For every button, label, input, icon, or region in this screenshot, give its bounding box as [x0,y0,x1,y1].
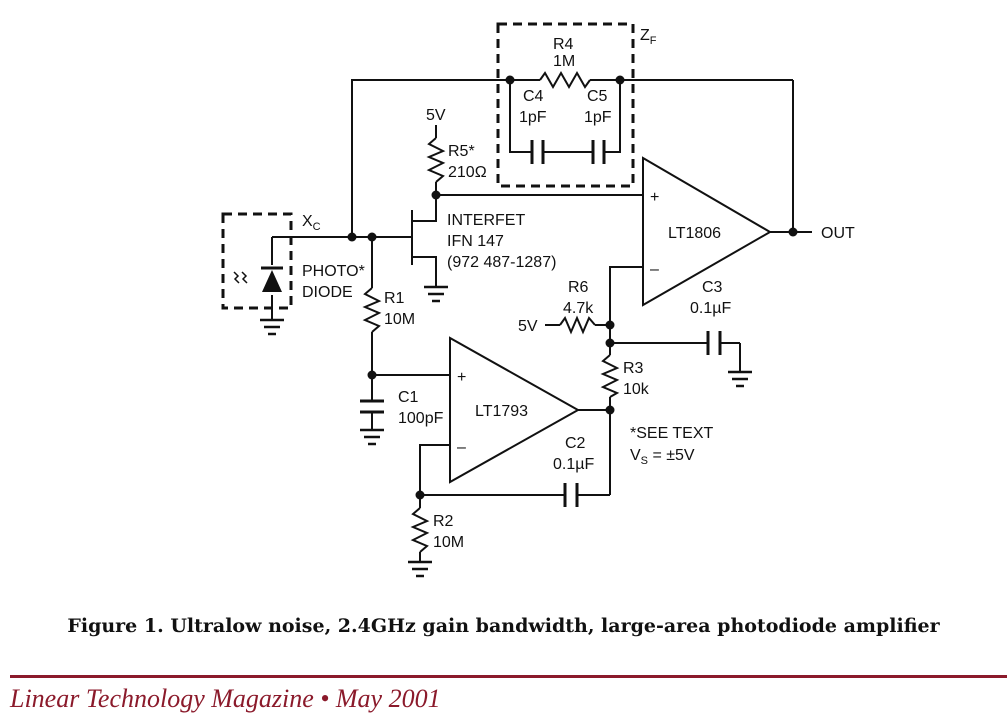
r3-value: 10k [623,381,650,398]
jfet-line2: IFN 147 [447,233,504,250]
r2-value: 10M [433,534,464,551]
jfet-line3: (972 487-1287) [447,254,556,271]
capacitor-plates [360,140,722,507]
footer-text: Linear Technology Magazine • May 2001 [10,684,441,713]
lt1806-plus: + [650,189,659,206]
figure-caption: Figure 1. Ultralow noise, 2.4GHz gain ba… [67,615,940,637]
r1-name: R1 [384,290,405,307]
lt1806-minus: – [650,261,659,278]
r5-value: 210Ω [448,164,487,181]
out-label: OUT [821,225,855,242]
circuit-schematic: ZF [221,22,855,578]
r1-value: 10M [384,311,415,328]
r2-name: R2 [433,513,454,530]
r6-value: 4.7k [563,300,594,317]
zf-box [496,22,635,188]
r3-name: R3 [623,360,644,377]
photodiode-symbol [233,266,283,292]
lt1806-name: LT1806 [668,225,721,242]
c3-value: 0.1µF [690,300,731,317]
supply-r6-label: 5V [518,318,538,335]
c2-name: C2 [565,435,586,452]
c1-value: 100pF [398,410,444,427]
footer-rule [10,675,1007,678]
photodiode-line2: DIODE [302,284,353,301]
r4-value: 1M [553,53,575,70]
note-vs: VS = ±5V [630,447,695,467]
zf-label: ZF [640,27,657,47]
resistors [362,70,620,553]
c1-name: C1 [398,389,419,406]
r6-name: R6 [568,279,589,296]
r2-resistor [410,507,430,553]
note-line1: *SEE TEXT [630,425,714,442]
lt1793-plus: + [457,369,466,386]
jfet-line1: INTERFET [447,212,525,229]
r3-resistor [600,354,620,398]
c3-name: C3 [702,279,723,296]
c5-name: C5 [587,88,608,105]
c5-value: 1pF [584,109,612,126]
ground-symbols [260,285,752,578]
lt1793-minus: – [457,439,466,456]
lt1793-name: LT1793 [475,403,528,420]
wires [271,79,812,562]
c2-value: 0.1µF [553,456,594,473]
junction-dots [347,75,798,500]
r1-resistor [362,287,382,333]
c4-name: C4 [523,88,544,105]
supply-top-label: 5V [426,107,446,124]
photodiode-box [221,212,293,310]
lt1806-opamp [642,156,772,307]
r4-resistor [539,70,591,90]
r6-resistor [559,315,596,335]
lt1793-opamp [449,336,581,484]
r5-name: R5* [448,143,475,160]
r4-name: R4 [553,36,574,53]
r5-resistor [426,137,446,183]
photodiode-line1: PHOTO* [302,263,365,280]
xc-label: XC [302,213,321,233]
c4-value: 1pF [519,109,547,126]
